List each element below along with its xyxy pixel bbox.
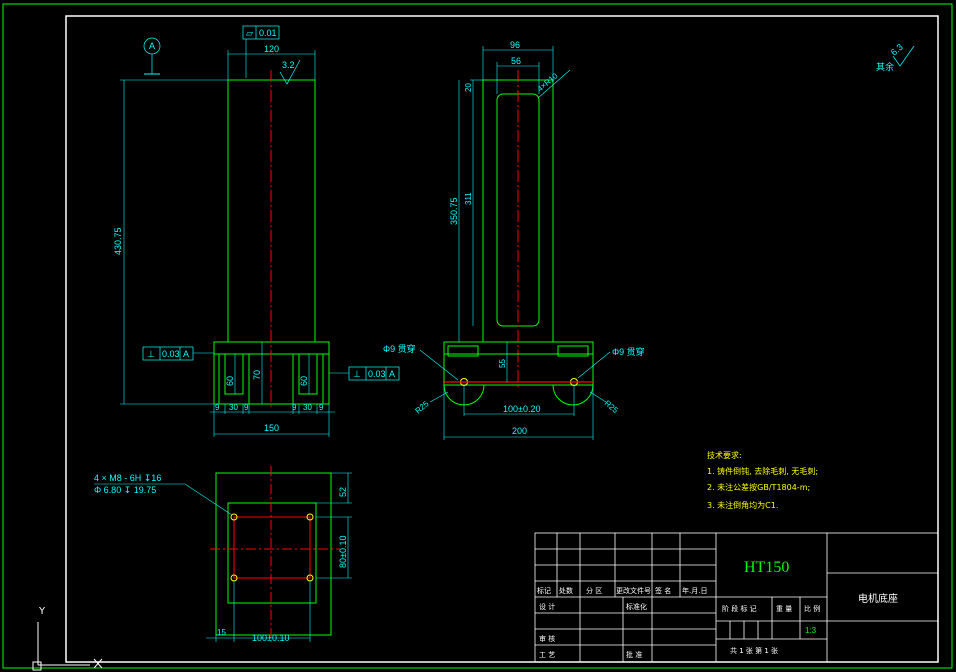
front-dim-150: 150 <box>264 423 279 433</box>
dim-9a: 9 <box>215 403 220 412</box>
ucs-y-label: Y <box>38 606 46 617</box>
label-sign: 签 名 <box>655 586 671 595</box>
tech-item-2: 2. 未注公差按GB/T1804-m; <box>707 482 810 492</box>
scale-value: 1:3 <box>805 626 817 635</box>
dim-slot-left: 60 <box>225 376 235 386</box>
flatness-symbol: ▱ <box>246 28 253 38</box>
top-hole-2 <box>306 513 314 521</box>
material: HT150 <box>744 559 789 576</box>
front-slot-right-inner <box>298 353 318 395</box>
label-zone: 分 区 <box>586 586 602 595</box>
label-standard: 标准化 <box>626 602 647 611</box>
title-block <box>534 532 939 663</box>
label-design: 设 计 <box>539 602 555 611</box>
global-roughness: 其余 6.3 <box>876 42 915 72</box>
front-roughness: 3.2 <box>282 60 295 70</box>
label-check: 审 核 <box>539 634 555 643</box>
ucs-icon: Y <box>32 606 103 671</box>
label-scale: 比 例 <box>804 604 820 613</box>
side-dim-311: 311 <box>464 192 473 205</box>
perp-right-sym: ⊥ <box>353 369 361 379</box>
dim-9d: 9 <box>319 403 324 412</box>
side-r25-right: R25 <box>603 399 620 416</box>
dim-center-h: 70 <box>252 370 262 380</box>
datum-a-label: A <box>149 41 155 51</box>
roughness-value: 6.3 <box>889 42 905 58</box>
label-stage: 阶 段 标 记 <box>722 604 757 613</box>
label-date: 年.月.日 <box>682 586 707 595</box>
perp-left-ref: A <box>183 349 189 359</box>
dim-slot-right: 60 <box>299 376 309 386</box>
label-approve: 批 准 <box>626 650 642 659</box>
dim-9c: 9 <box>292 403 297 412</box>
tech-item-3: 3. 未注倒角均为C1. <box>707 500 778 510</box>
label-process: 工 艺 <box>539 651 555 659</box>
label-weight: 重 量 <box>776 605 792 613</box>
front-slot-left-inner <box>224 353 244 395</box>
tech-requirements: 技术要求: 1. 铸件倒钝, 去除毛刺, 无毛刺; 2. 未注公差按GB/T18… <box>707 450 818 510</box>
side-view: 96 56 4×R10 20 311 350.75 55 Φ9 贯穿 Φ9 贯穿… <box>383 40 645 440</box>
perp-right-ref: A <box>389 369 395 379</box>
top-view: 4 × M8 - 6H ↧16 Φ 6.80 ↧ 19.75 52 80±0.1… <box>94 466 352 643</box>
top-dim-52: 52 <box>338 487 348 497</box>
title-block-text: HT150 电机底座 标记 处数 分 区 更改文件号 签 名 年.月.日 设 计… <box>537 559 898 659</box>
side-dim-55: 55 <box>498 359 507 368</box>
side-r25-left: R25 <box>414 399 431 416</box>
side-dim-96: 96 <box>510 40 520 50</box>
part-name: 电机底座 <box>858 592 898 605</box>
inner-frame <box>65 15 939 663</box>
dim-30a: 30 <box>229 403 238 412</box>
perp-left-tol: 0.03 <box>162 349 180 359</box>
side-hole-note-right: Φ9 贯穿 <box>612 346 645 357</box>
front-dim-height: 430.75 <box>113 227 123 255</box>
perp-left-sym: ⊥ <box>147 349 155 359</box>
top-hole-1 <box>230 513 238 521</box>
tech-item-1: 1. 铸件倒钝, 去除毛刺, 无毛刺; <box>707 466 818 476</box>
top-dim-15: 15 <box>217 628 226 637</box>
side-dim-200: 200 <box>512 426 527 436</box>
side-dim-20: 20 <box>464 83 473 92</box>
tech-title: 技术要求: <box>707 450 742 460</box>
label-change: 更改文件号 <box>616 586 651 595</box>
side-base <box>443 341 594 386</box>
flatness-tol: 0.01 <box>259 28 277 38</box>
sheets: 共 1 张 第 1 张 <box>730 646 778 655</box>
top-dim-80: 80±0.10 <box>338 536 348 568</box>
perp-right-tol: 0.03 <box>368 369 386 379</box>
dim-30b: 30 <box>303 403 312 412</box>
thread-note-2: Φ 6.80 ↧ 19.75 <box>94 485 156 495</box>
roughness-note: 其余 <box>876 61 894 72</box>
front-view: 120 ▱ 0.01 3.2 A 430.75 ⊥ 0.03 A ⊥ 0.03 … <box>113 25 400 437</box>
front-dim-120: 120 <box>264 44 279 54</box>
top-inner <box>227 502 317 604</box>
outer-frame <box>2 3 953 669</box>
dim-9b: 9 <box>244 403 249 412</box>
side-dim-100: 100±0.20 <box>503 404 540 414</box>
label-count: 处数 <box>559 586 573 595</box>
label-mark: 标记 <box>537 586 551 595</box>
top-dim-100: 100±0.10 <box>252 633 289 643</box>
thread-note-1: 4 × M8 - 6H ↧16 <box>94 473 161 483</box>
top-outline <box>215 472 332 636</box>
side-dim-350: 350.75 <box>449 197 459 225</box>
top-bolt-pattern <box>233 516 311 579</box>
side-dim-56: 56 <box>511 56 521 66</box>
side-hole-note-left: Φ9 贯穿 <box>383 343 416 354</box>
